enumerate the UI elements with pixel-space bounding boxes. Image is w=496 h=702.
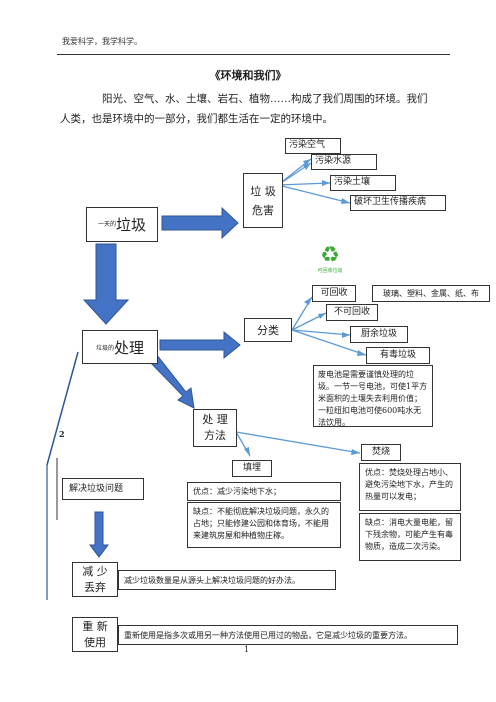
- intro-line-2: 人类，也是环境中的一部分，我们都生活在一定的环境中。: [60, 113, 333, 125]
- classify-box: 分类: [244, 318, 292, 342]
- recycle-logo: ♻ 可回收垃圾: [313, 244, 347, 278]
- methods-box: 处 理 方法: [193, 409, 237, 447]
- recycle-icon: ♻: [320, 243, 340, 268]
- classify-non-recyclable: 不可回收: [326, 304, 378, 321]
- processing-box: 垃圾的 处理: [82, 330, 158, 364]
- classify-hazardous: 有毒垃圾: [366, 347, 430, 364]
- processing-prefix: 垃圾的: [95, 344, 114, 352]
- incinerate-label: 焚烧: [361, 444, 401, 461]
- arrow-to-methods: [147, 353, 195, 409]
- recycle-logo-text: 可回收垃圾: [317, 268, 343, 274]
- connector-kitchen: [291, 329, 351, 336]
- landfill-label: 填埋: [232, 460, 272, 477]
- classify-recyclable: 可回收: [312, 285, 356, 302]
- incinerate-pro: 优点：焚烧处理占地小、避免污染地下水，产生的热量可以发电；: [359, 463, 461, 511]
- connector-harm-disease: [277, 184, 351, 204]
- landfill-con: 缺点：不能彻底解决垃圾问题，永久的占地；只能修建公园和体育场，不能用来建筑房屋和…: [187, 502, 341, 548]
- classify-kitchen: 厨余垃圾: [350, 326, 408, 343]
- line-to-solve: [46, 351, 79, 466]
- side-mark: 2: [59, 429, 65, 439]
- processing-word: 处理: [114, 338, 145, 357]
- arrow-to-processing: [82, 243, 130, 325]
- reuse-label-box: 重 新 使用: [72, 617, 118, 652]
- incinerate-con: 缺点：消电大量电能，留下残余物，可能产生有毒物质，造成二次污染。: [359, 513, 461, 561]
- page-header: 我爱科学，我学科学。: [62, 37, 142, 46]
- arrow-to-harm: [161, 206, 239, 240]
- header-divider: [57, 54, 450, 55]
- connector-harm-soil: [277, 182, 331, 186]
- harm-item-disease: 破坏卫生传播疾病: [350, 195, 446, 211]
- harm-item-water: 污染水源: [311, 154, 377, 170]
- garbage-prefix: 一天的: [97, 220, 116, 228]
- battery-note: 废电池是需要谨慎处理的垃圾。一节一号电池，可使1平方米面积的土壤失去利用价值；一…: [313, 365, 433, 427]
- harm-item-soil: 污染土壤: [330, 175, 396, 191]
- reduce-desc: 减少垃圾数量是从源头上解决垃圾问题的好办法。: [118, 570, 336, 590]
- connector-incinerate: [235, 431, 361, 454]
- harm-item-air: 污染空气: [285, 138, 341, 154]
- landfill-pro: 优点：减少污染地下水；: [187, 482, 341, 501]
- garbage-box: 一天的 垃圾: [86, 207, 158, 242]
- intro-line-1: 阳光、空气、水、土壤、岩石、植物……构成了我们周围的环境。我们: [102, 93, 428, 105]
- classify-recyclable-examples: 玻璃、塑料、金属、纸、布: [372, 285, 490, 302]
- document-title: 《环境和我们》: [209, 69, 287, 82]
- reduce-label-box: 减 少 丢弃: [72, 562, 118, 597]
- arrow-to-classify: [159, 330, 241, 360]
- harm-label-box: 垃 圾 危害: [243, 173, 283, 228]
- garbage-word: 垃圾: [116, 216, 147, 234]
- arrow-to-reduce: [89, 511, 109, 558]
- page-number: 1: [244, 645, 250, 654]
- reuse-desc: 重新使用是指多次或用另一种方法使用已用过的物品，它是减少垃圾的重要方法。: [118, 625, 458, 645]
- connector-hazardous: [291, 329, 367, 356]
- solve-box: 解决垃圾问题: [62, 478, 144, 500]
